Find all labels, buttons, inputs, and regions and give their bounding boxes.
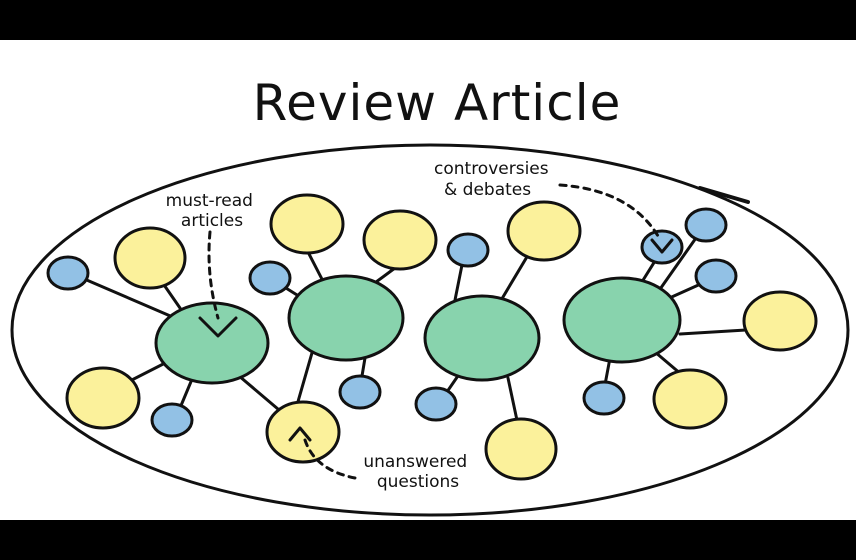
must-read-arrow — [207, 230, 220, 320]
minor-nodes — [46, 207, 738, 438]
hub-node — [562, 276, 682, 364]
hub-node — [154, 301, 270, 385]
check-arrow-icon — [650, 238, 674, 254]
article-node — [269, 193, 345, 255]
article-nodes — [65, 193, 818, 481]
article-node — [506, 200, 582, 262]
diagram-canvas: Review Article — [0, 40, 856, 520]
article-node — [484, 417, 558, 481]
annotation-arrows — [207, 183, 660, 480]
minor-node — [694, 258, 738, 294]
article-node — [742, 290, 818, 352]
minor-node — [338, 374, 382, 410]
must-read-label: must-read articles — [166, 191, 259, 231]
unanswered-label: unanswered questions — [363, 452, 472, 492]
controversies-arrow — [558, 183, 660, 238]
controversies-label: controversies & debates — [434, 159, 554, 200]
article-node — [113, 226, 187, 290]
minor-node — [446, 232, 490, 268]
check-arrow-icon — [198, 316, 238, 338]
hub-node — [423, 294, 541, 382]
article-node — [65, 366, 141, 430]
review-article-diagram: Review Article — [10, 74, 850, 517]
hub-nodes — [154, 274, 682, 385]
up-arrow-icon — [288, 426, 312, 442]
minor-node — [46, 255, 90, 291]
minor-node — [640, 229, 684, 265]
diagram-title: Review Article — [253, 74, 622, 132]
minor-node — [582, 380, 626, 416]
minor-node — [248, 260, 292, 296]
article-node — [652, 368, 728, 430]
minor-node — [414, 386, 458, 422]
minor-node — [150, 402, 194, 438]
hub-node — [287, 274, 405, 362]
minor-node — [684, 207, 728, 243]
unanswered-arrow — [303, 438, 357, 480]
ellipse-end-stroke — [698, 186, 750, 204]
article-node — [362, 209, 438, 271]
